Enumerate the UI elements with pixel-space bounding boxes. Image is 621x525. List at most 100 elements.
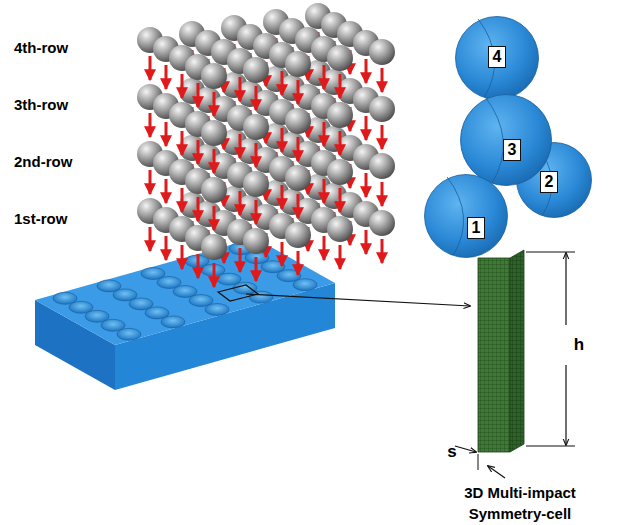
impact-arrow	[165, 179, 168, 203]
impact-arrow	[297, 251, 300, 275]
impact-arrow	[365, 230, 368, 254]
shot-ball	[327, 159, 353, 185]
impact-arrow	[181, 245, 184, 269]
impact-arrow	[381, 125, 384, 149]
impact-arrow	[165, 122, 168, 146]
impact-ball: 1	[424, 174, 508, 258]
impact-arrow	[213, 206, 216, 230]
impact-arrow	[239, 191, 242, 215]
extension-line	[478, 454, 479, 470]
impact-arrow	[197, 140, 200, 164]
impact-dimple	[117, 328, 141, 340]
impact-arrow	[297, 137, 300, 161]
impact-arrow	[213, 263, 216, 287]
impact-arrow	[197, 254, 200, 278]
dimension-line	[455, 446, 476, 452]
selection-square	[218, 285, 258, 301]
shot-ball	[369, 39, 395, 65]
impact-arrow	[149, 227, 152, 251]
shot-ball	[285, 51, 311, 77]
shot-ball	[243, 171, 269, 197]
dimension-line	[565, 253, 566, 325]
impact-arrow	[381, 239, 384, 263]
impact-dimple	[249, 291, 273, 303]
impact-arrow	[365, 173, 368, 197]
callout-number: 3	[503, 139, 522, 161]
impact-arrow	[165, 236, 168, 260]
impact-arrow	[181, 131, 184, 155]
dimension-label: s	[447, 442, 456, 462]
dimension-line	[565, 365, 566, 445]
sphere-seam	[485, 97, 503, 183]
impact-arrow	[181, 74, 184, 98]
impact-arrow	[365, 116, 368, 140]
impact-arrow	[281, 185, 284, 209]
impact-ball: 3	[460, 94, 552, 186]
figure-caption: 3D Multi-impact Symmetry-cell	[445, 482, 595, 524]
impact-arrow	[297, 80, 300, 104]
impact-arrow	[239, 134, 242, 158]
impact-arrow	[197, 83, 200, 107]
impact-arrow	[339, 188, 342, 212]
cell-column-side	[510, 250, 524, 452]
impact-arrow	[239, 77, 242, 101]
shot-ball	[285, 222, 311, 248]
impact-arrow	[323, 179, 326, 203]
impact-arrow	[381, 68, 384, 92]
shot-ball	[285, 108, 311, 134]
shot-ball	[327, 45, 353, 71]
impact-arrow	[281, 242, 284, 266]
shot-ball	[243, 228, 269, 254]
impact-arrow	[213, 149, 216, 173]
impact-arrow	[339, 74, 342, 98]
impact-arrow	[297, 194, 300, 218]
sphere-seam	[447, 177, 463, 255]
impact-arrow	[381, 182, 384, 206]
shot-ball	[369, 210, 395, 236]
row-label: 1st-row	[14, 210, 67, 227]
impact-arrow	[255, 143, 258, 167]
callout-number: 4	[488, 46, 507, 68]
impact-arrow	[197, 197, 200, 221]
cell-column-front	[478, 258, 510, 452]
sphere-outline	[424, 174, 508, 258]
impact-arrow	[255, 86, 258, 110]
callout-number: 2	[540, 171, 559, 193]
impact-arrow	[239, 248, 242, 272]
impact-arrow	[255, 257, 258, 281]
row-label: 4th-row	[14, 39, 68, 56]
row-label: 3th-row	[14, 96, 68, 113]
impact-dimple	[161, 316, 185, 328]
impact-arrow	[149, 113, 152, 137]
extension-line	[526, 446, 575, 447]
impact-arrow	[339, 131, 342, 155]
slab-top	[35, 238, 335, 345]
shot-ball	[285, 165, 311, 191]
impact-arrow	[281, 128, 284, 152]
sphere-body	[425, 175, 508, 258]
dimension-label: h	[574, 335, 584, 355]
shot-ball	[201, 234, 227, 260]
shot-ball	[327, 102, 353, 128]
zoom-leader	[246, 294, 470, 306]
shot-ball	[369, 153, 395, 179]
impact-arrow	[149, 56, 152, 80]
shot-ball	[243, 114, 269, 140]
shot-ball	[201, 120, 227, 146]
impact-arrow	[255, 200, 258, 224]
impact-arrow	[181, 188, 184, 212]
impact-dimple	[205, 304, 229, 316]
sphere-body	[456, 17, 539, 100]
impact-arrow	[323, 236, 326, 260]
sphere-body	[517, 143, 592, 218]
sphere-body	[461, 95, 552, 186]
impact-arrow	[339, 245, 342, 269]
impact-dimple	[293, 279, 317, 291]
callout-number: 1	[467, 217, 486, 239]
impact-arrow	[149, 170, 152, 194]
impact-arrow	[323, 65, 326, 89]
impact-arrow	[165, 65, 168, 89]
dimension-line	[488, 466, 505, 478]
shot-ball	[369, 96, 395, 122]
